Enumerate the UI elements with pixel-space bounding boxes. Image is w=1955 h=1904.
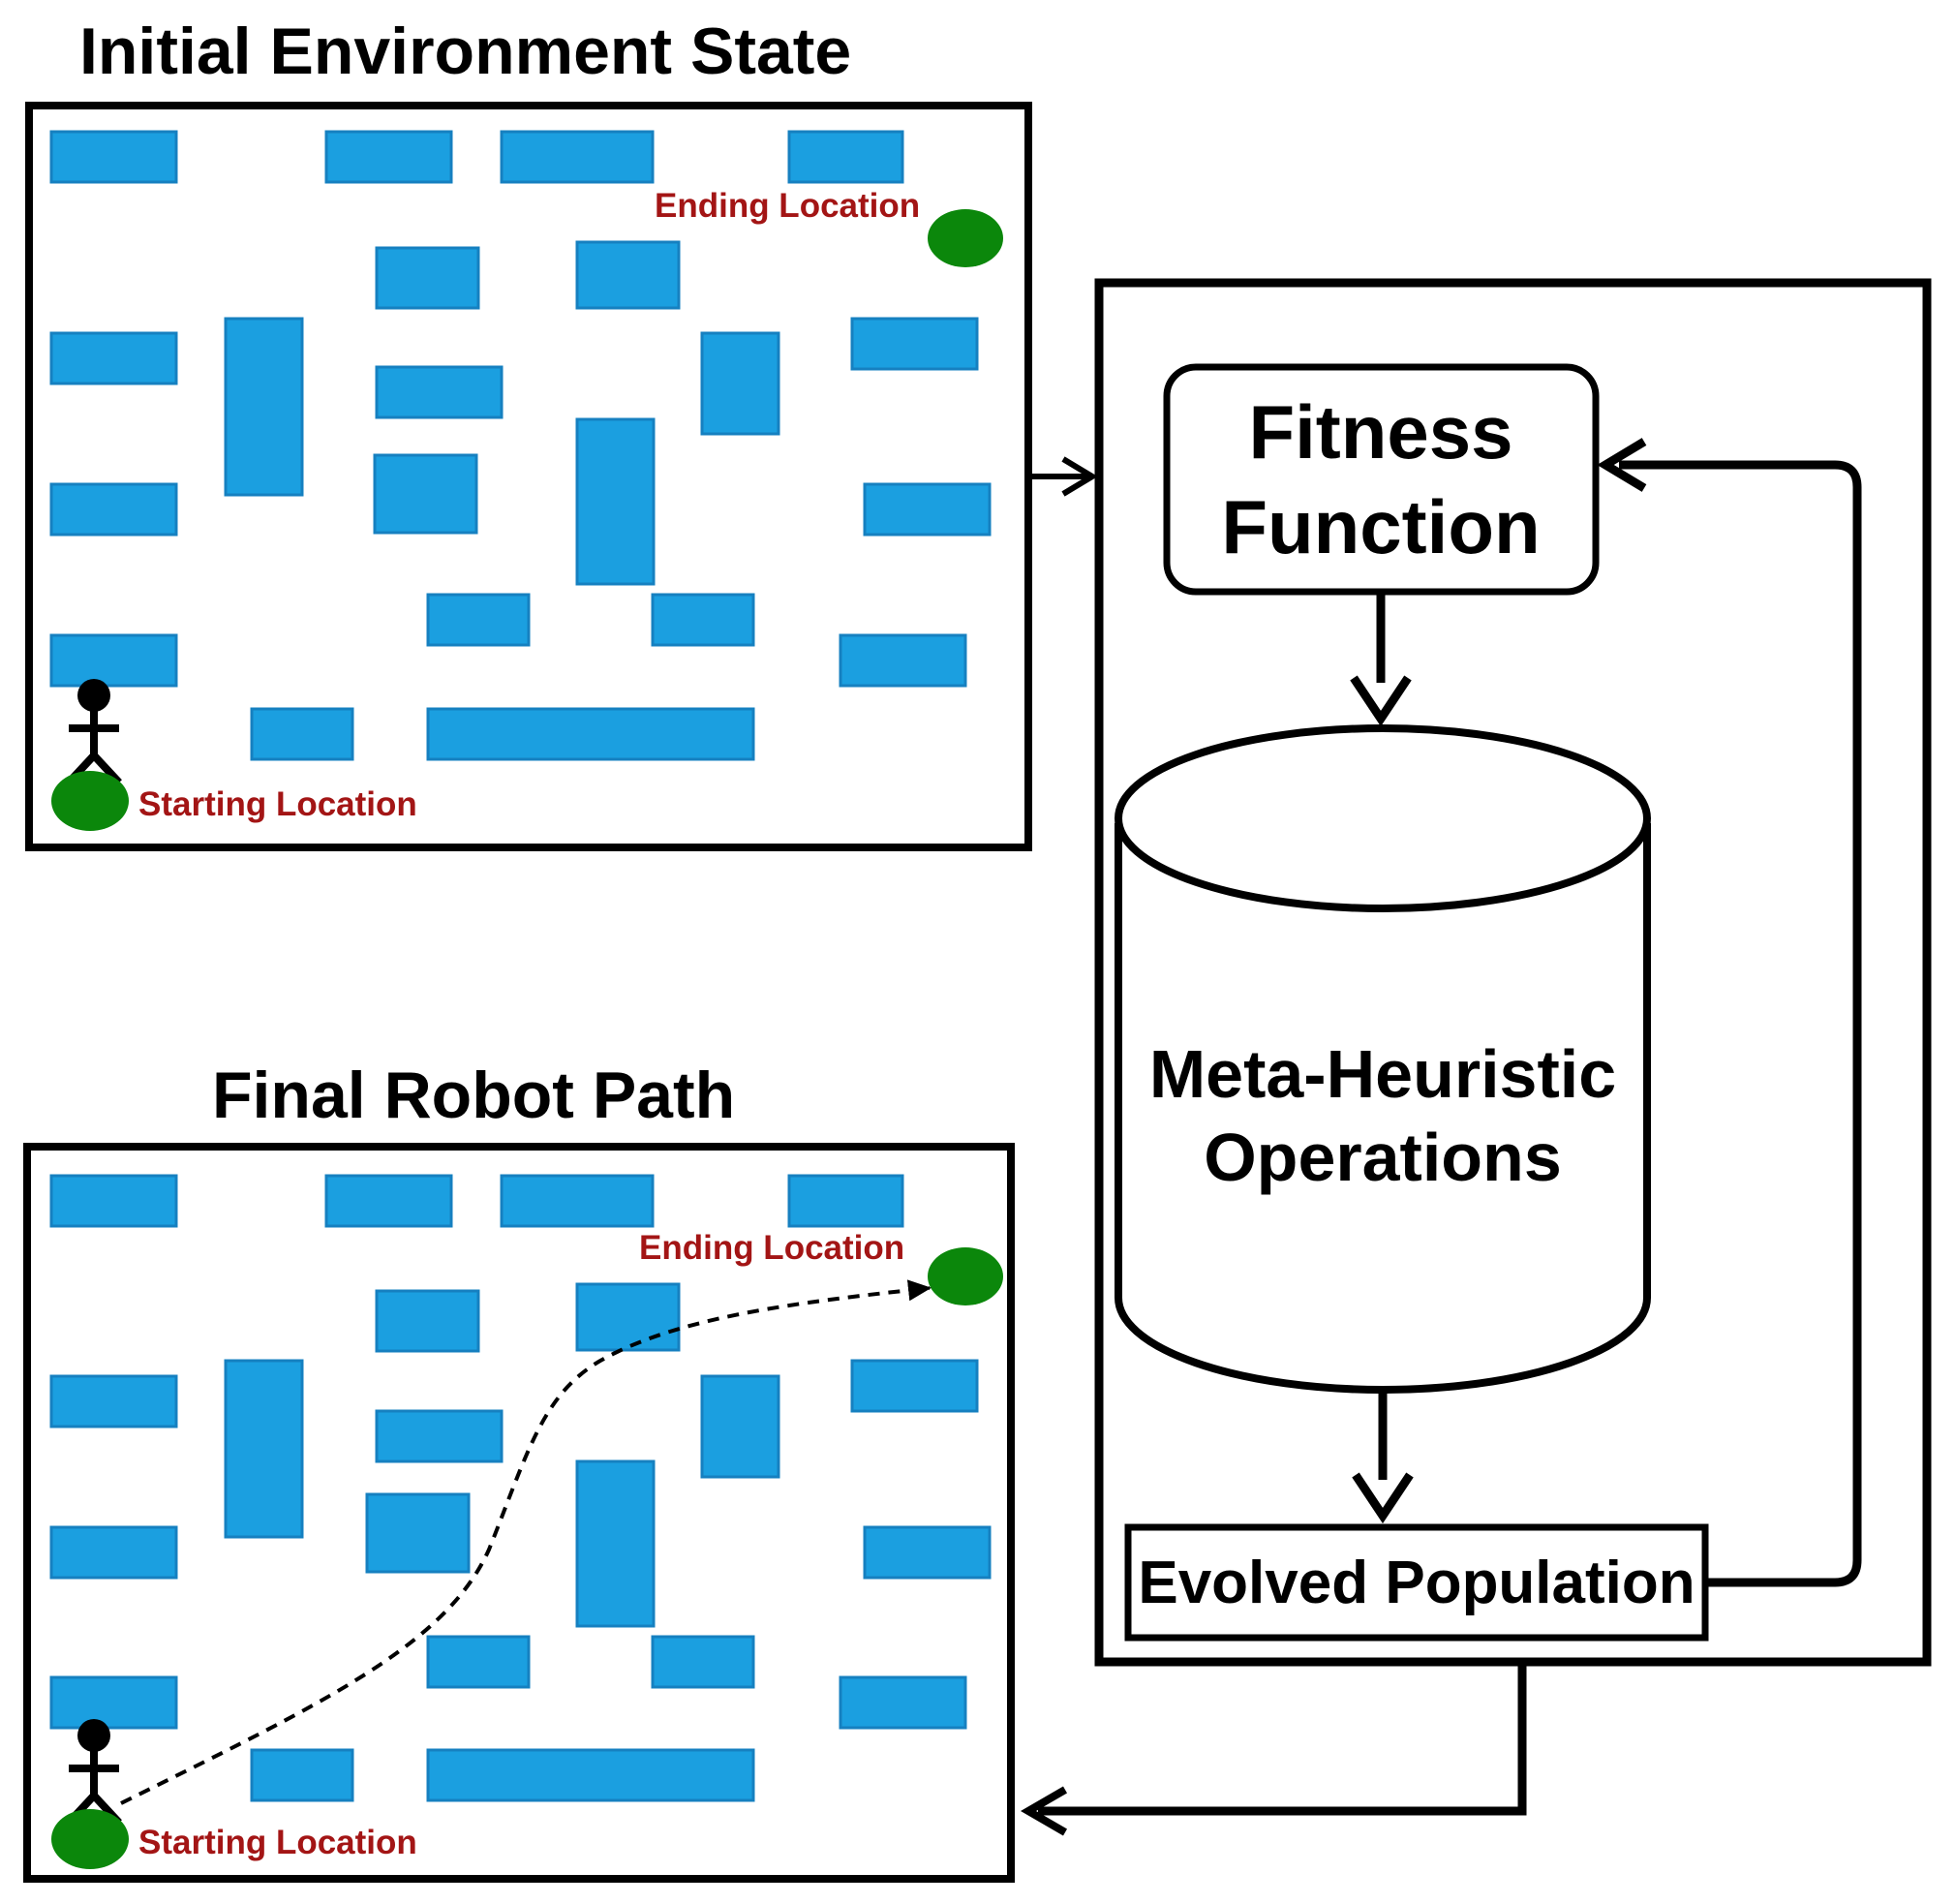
feedback-loop-arrow [1597,438,1862,1587]
final-starting-location-label: Starting Location [138,1824,417,1861]
final-obstacle-11 [850,1359,979,1413]
initial-obstacle-10 [700,331,780,436]
final-panel-title: Final Robot Path [212,1059,735,1132]
final-obstacle-7 [49,1374,178,1428]
final-obstacle-18 [49,1675,178,1730]
final-obstacle-20 [250,1748,354,1802]
final-ending-location-marker [928,1247,1003,1305]
initial-obstacle-19 [839,633,967,688]
final-obstacle-6 [575,1282,681,1352]
initial-obstacle-11 [850,317,979,371]
evolved-population-label: Evolved Population [1138,1550,1695,1616]
final-obstacle-3 [500,1174,655,1228]
input-arrow [1028,456,1098,497]
final-obstacle-13 [575,1459,656,1628]
final-obstacle-10 [700,1374,780,1479]
initial-obstacle-21 [426,707,755,761]
final-obstacle-19 [839,1675,967,1730]
initial-obstacle-5 [375,246,480,310]
final-obstacle-12 [365,1492,471,1574]
final-obstacle-14 [49,1525,178,1580]
final-obstacle-8 [224,1359,304,1539]
initial-obstacle-6 [575,240,681,310]
initial-obstacles-group [49,130,992,761]
initial-obstacle-15 [863,482,992,537]
initial-obstacle-20 [250,707,354,761]
initial-obstacle-18 [49,633,178,688]
initial-starting-location-label: Starting Location [138,785,417,823]
final-obstacle-9 [375,1409,504,1463]
final-obstacle-5 [375,1289,480,1353]
initial-obstacle-14 [49,482,178,537]
initial-obstacle-8 [224,317,304,497]
final-obstacles-group [49,1174,992,1802]
initial-ending-location-label: Ending Location [655,187,920,225]
fitness-function-line1: Fitness [1248,389,1512,475]
output-arrow [1021,1662,1527,1836]
initial-obstacle-7 [49,331,178,385]
final-obstacle-17 [651,1635,755,1689]
meta-to-population-arrow [1352,1392,1414,1524]
final-obstacle-21 [426,1748,755,1802]
meta-heuristic-line2: Operations [1204,1120,1562,1195]
final-obstacle-4 [787,1174,904,1228]
final-obstacle-2 [324,1174,453,1228]
final-obstacle-1 [49,1174,178,1228]
final-ending-location-label: Ending Location [639,1229,904,1267]
fitness-to-meta-arrow [1350,592,1412,727]
final-obstacle-15 [863,1525,992,1580]
final-starting-location-marker [51,1809,129,1869]
initial-obstacle-17 [651,593,755,647]
initial-obstacle-12 [373,453,478,535]
final-robot-icon [66,1719,122,1826]
initial-robot-icon [66,679,122,785]
final-obstacle-16 [426,1635,531,1689]
meta-heuristic-cylinder [1115,724,1651,1394]
meta-heuristic-line1: Meta-Heuristic [1149,1036,1616,1112]
fitness-function-line2: Function [1221,484,1540,569]
initial-obstacle-13 [575,417,656,586]
initial-obstacle-16 [426,593,531,647]
initial-obstacle-9 [375,365,504,419]
initial-obstacle-2 [324,130,453,184]
initial-obstacle-4 [787,130,904,184]
initial-panel-title: Initial Environment State [79,15,851,88]
initial-ending-location-marker [928,209,1003,267]
initial-obstacle-3 [500,130,655,184]
initial-starting-location-marker [51,771,129,831]
initial-obstacle-1 [49,130,178,184]
